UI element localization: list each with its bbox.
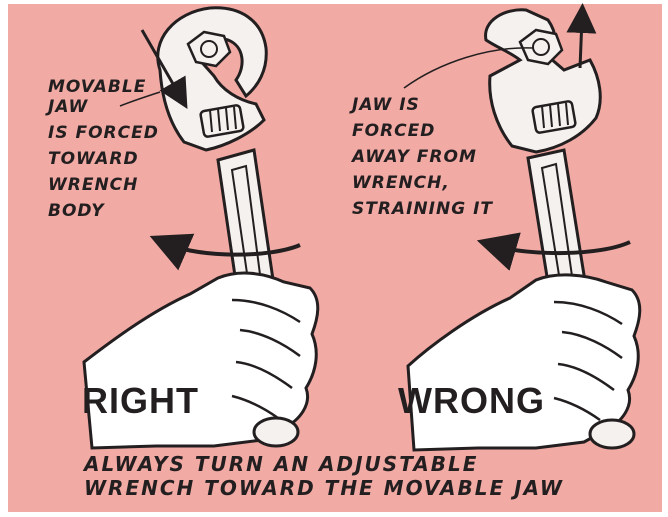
left-callout-line: IS FORCED: [48, 123, 159, 143]
verdict-right-label: RIGHT: [82, 380, 199, 422]
caption-line: ALWAYS TURN AN ADJUSTABLE: [84, 452, 564, 476]
left-callout-line: MOVABLE: [48, 77, 159, 97]
caption-line: WRENCH TOWARD THE MOVABLE JAW: [84, 476, 564, 500]
right-callout-line: FORCED: [352, 121, 493, 141]
right-hand: [408, 275, 640, 450]
left-callout-line: JAW: [48, 97, 159, 117]
right-callout-line: JAW IS: [352, 95, 493, 115]
left-callout: MOVABLE JAW IS FORCED TOWARD WRENCH BODY: [48, 77, 159, 221]
caption: ALWAYS TURN AN ADJUSTABLE WRENCH TOWARD …: [84, 452, 564, 500]
right-callout-line: WRENCH,: [352, 173, 493, 193]
left-wrench: [158, 8, 276, 310]
verdict-wrong-label: WRONG: [398, 380, 545, 422]
right-jaw-arrow: [580, 18, 582, 68]
left-callout-line: BODY: [48, 201, 159, 221]
right-callout-line: AWAY FROM: [352, 147, 493, 167]
right-wrench: [486, 10, 601, 308]
left-callout-line: WRENCH: [48, 175, 159, 195]
right-callout-line: STRAINING IT: [352, 199, 493, 219]
right-callout: JAW IS FORCED AWAY FROM WRENCH, STRAININ…: [352, 95, 493, 219]
left-callout-line: TOWARD: [48, 149, 159, 169]
